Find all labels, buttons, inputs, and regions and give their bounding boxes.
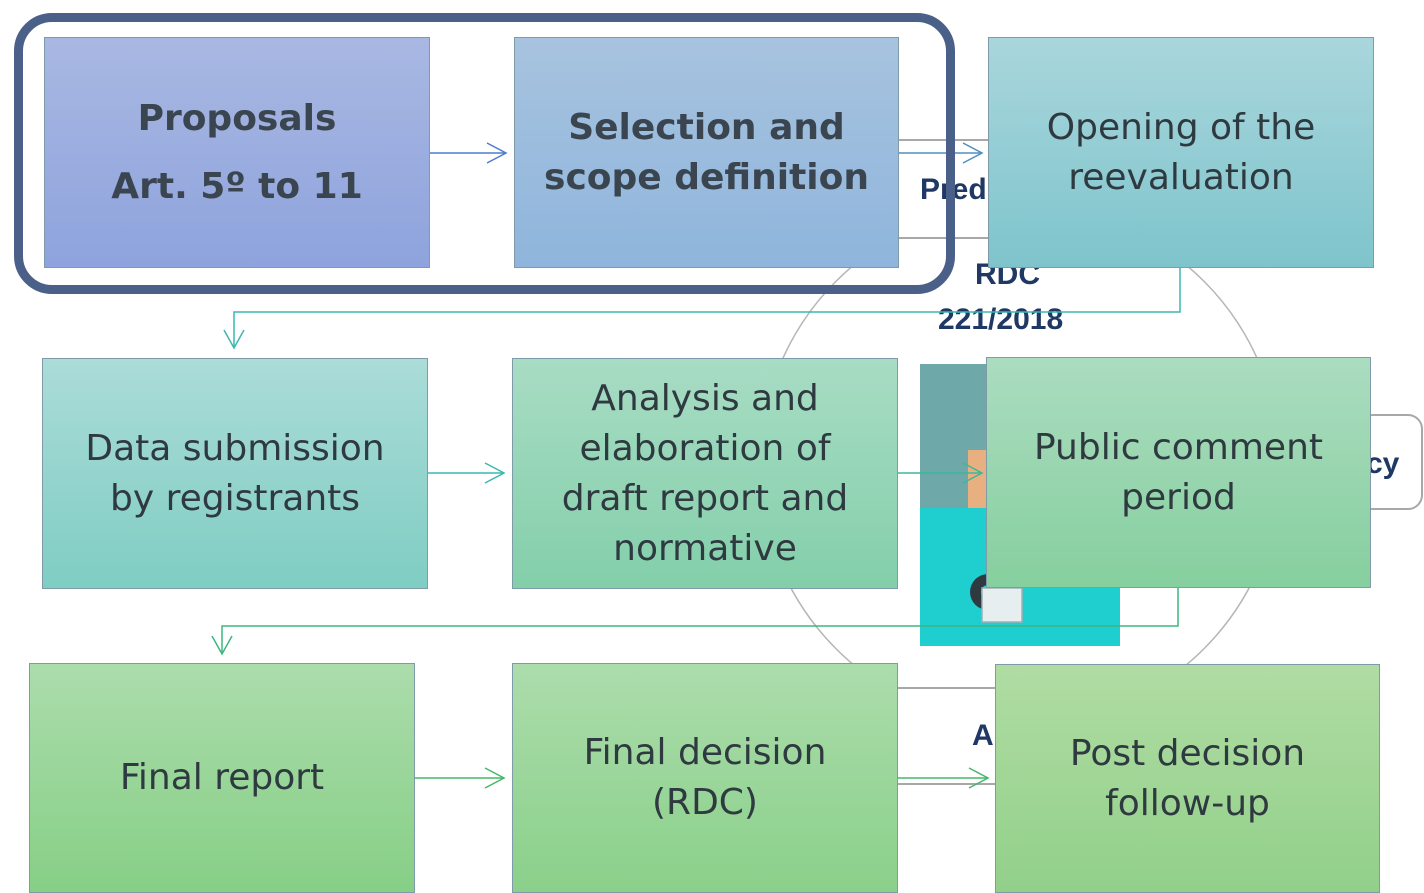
arrow-proposals-to-selection [430,142,508,164]
step-post-line2: follow-up [1105,782,1270,824]
step-final-report-line1: Final report [119,757,325,798]
step-opening-line1: Opening of the [1046,106,1316,148]
step-selection: Selection and scope definition [514,37,899,268]
arrow-selection-to-opening [899,142,984,164]
step-post-line1: Post decision [1069,732,1306,774]
a-label: A [972,719,994,752]
step-final-decision: Final decision (RDC) [512,663,898,893]
arrow-final-report-to-decision [415,767,506,789]
step-analysis-line4: normative [613,527,797,569]
highlight-frame [14,13,955,294]
step-public-line1: Public comment [1033,426,1324,468]
step-analysis-line3: draft report and [561,477,849,519]
step-decision-line2: (RDC) [652,782,758,823]
step-public-comment: Public comment period [986,357,1371,588]
step-data-line1: Data submission [85,427,385,469]
step-opening-line2: reevaluation [1068,156,1294,198]
step-proposals-title: Proposals [137,97,337,139]
step-public-line2: period [1121,476,1236,518]
arrow-public-to-final-report [211,588,1179,656]
step-post-decision: Post decision follow-up [995,664,1380,893]
step-selection-line1: Selection and [568,106,845,148]
step-proposals-subtitle: Art. 5º to 11 [111,165,363,207]
step-analysis: Analysis and elaboration of draft report… [512,358,898,589]
step-decision-line1: Final decision [583,732,827,773]
arrow-decision-to-followup [898,767,990,789]
step-analysis-line2: elaboration of [579,427,831,469]
arrow-data-to-analysis [428,462,506,484]
cy-label: cy [1366,447,1400,480]
step-analysis-line1: Analysis and [591,377,819,419]
step-selection-line2: scope definition [544,156,869,198]
step-final-report: Final report [29,663,415,893]
step-data-line2: by registrants [109,477,361,519]
rdc-number-label: 221/2018 [938,303,1064,336]
step-data-submission: Data submission by registrants [42,358,428,589]
step-proposals: Proposals Art. 5º to 11 [44,37,430,268]
arrow-opening-to-data [223,268,1181,350]
step-opening: Opening of the reevaluation [988,37,1374,268]
arrow-analysis-to-public [898,462,984,484]
